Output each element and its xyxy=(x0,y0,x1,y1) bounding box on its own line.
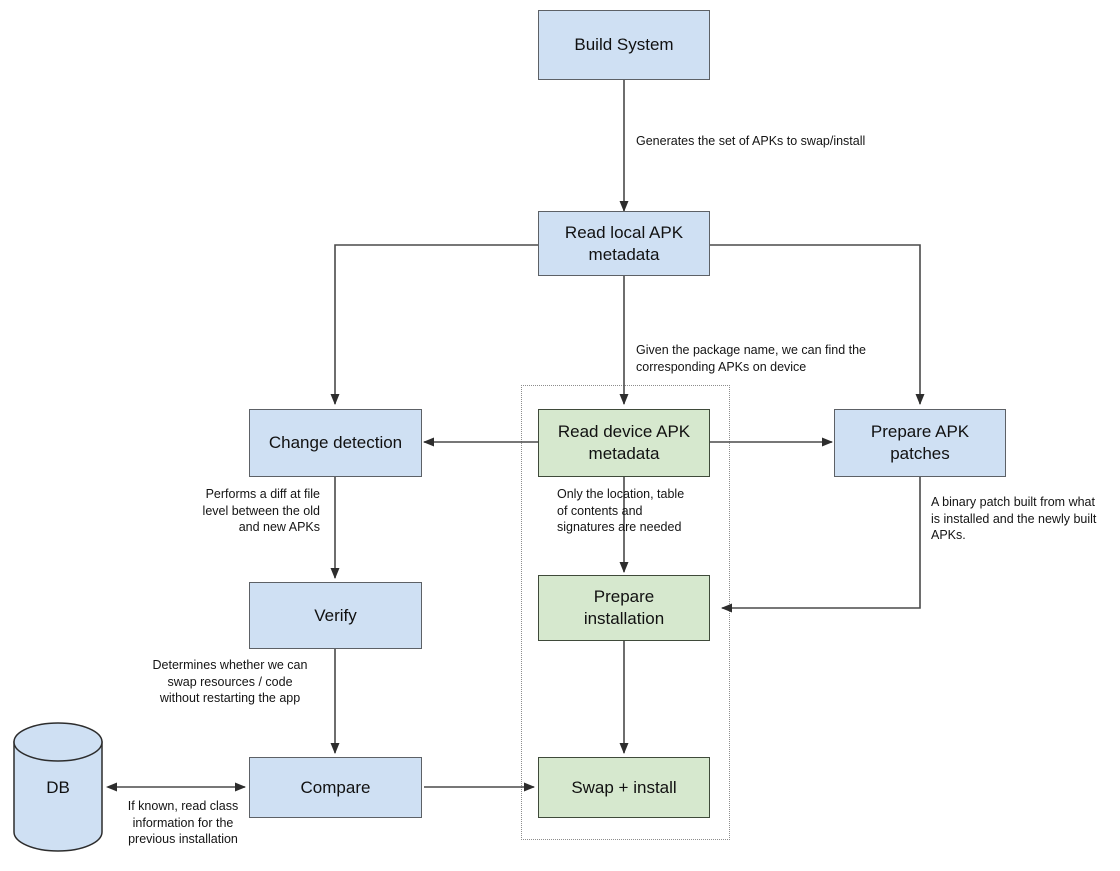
edge-label-binary-patch: A binary patch built from what is instal… xyxy=(931,495,1097,542)
node-swap-install[interactable]: Swap + install xyxy=(538,757,710,818)
node-read-device-apk-metadata[interactable]: Read device APK metadata xyxy=(538,409,710,477)
node-compare[interactable]: Compare xyxy=(249,757,422,818)
edge-label-if-known-read-class: If known, read class information for the… xyxy=(127,799,239,846)
node-verify[interactable]: Verify xyxy=(249,582,422,649)
edge-label-determines-swap: Determines whether we can swap resources… xyxy=(152,658,308,705)
db-label: DB xyxy=(46,778,70,797)
node-db[interactable]: DB xyxy=(14,723,102,851)
edge-label-only-location: Only the location, table of contents and… xyxy=(557,487,685,534)
node-read-local-apk-metadata[interactable]: Read local APK metadata xyxy=(538,211,710,276)
edge-prepareapk-to-prepareinstallation xyxy=(721,477,921,613)
edge-label-performs-diff: Performs a diff at file level between th… xyxy=(202,487,320,534)
edge-label-given-package-name: Given the package name, we can find the … xyxy=(636,343,867,374)
node-prepare-apk-patches[interactable]: Prepare APK patches xyxy=(834,409,1006,477)
node-prepare-installation[interactable]: Prepare installation xyxy=(538,575,710,641)
edge-readlocal-to-prepareapk xyxy=(709,244,925,405)
node-change-detection[interactable]: Change detection xyxy=(249,409,422,477)
edge-readlocal-to-changedetection xyxy=(330,244,539,405)
device-side-group-box xyxy=(521,385,730,840)
edge-label-generates: Generates the set of APKs to swap/instal… xyxy=(636,134,866,148)
node-build-system[interactable]: Build System xyxy=(538,10,710,80)
